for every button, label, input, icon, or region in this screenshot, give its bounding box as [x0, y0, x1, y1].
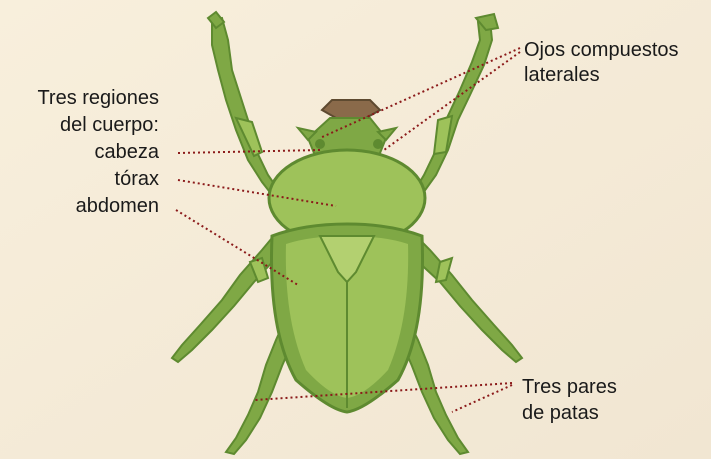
compound-eye-left: [315, 139, 325, 149]
label-thorax: tórax: [115, 167, 159, 191]
regions-title-line1: Tres regiones: [37, 86, 159, 110]
label-eyes-line2: laterales: [524, 63, 600, 87]
label-head: cabeza: [95, 140, 160, 164]
label-eyes-line1: Ojos compuestos: [524, 38, 679, 62]
label-legs-line2: de patas: [522, 401, 599, 425]
compound-eye-right: [373, 139, 383, 149]
regions-title-line2: del cuerpo:: [60, 113, 159, 137]
label-abdomen: abdomen: [76, 194, 159, 218]
label-legs-line1: Tres pares: [522, 375, 617, 399]
